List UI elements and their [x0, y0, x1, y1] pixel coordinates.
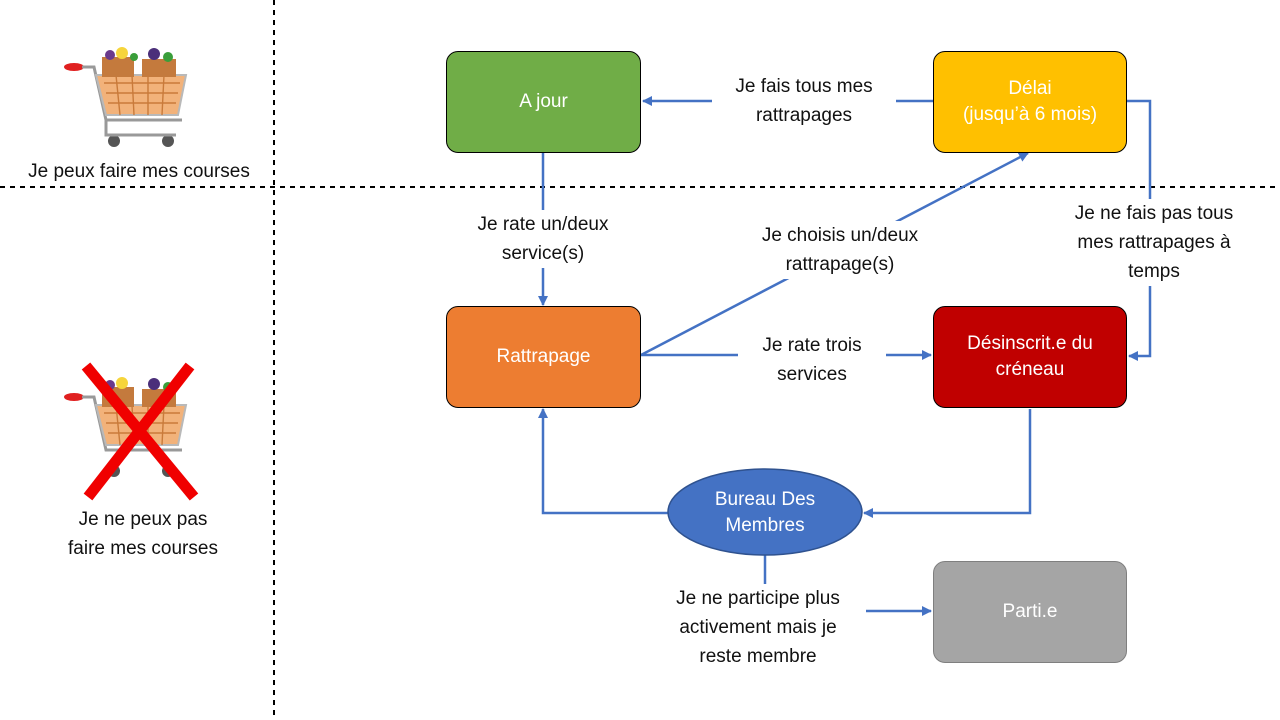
- shopping-cart-icon: [64, 47, 188, 147]
- node-bureau-des-membres: Bureau Des Membres: [714, 489, 816, 536]
- arrow-bureau-to-rattrapage: [538, 408, 668, 515]
- node-desinscrit: Désinscrit.e du créneau: [933, 306, 1127, 408]
- node-delai: Délai (jusqu’à 6 mois): [933, 51, 1127, 153]
- crossed-shopping-cart-icon: [64, 362, 199, 501]
- edge-label-bureau-to-parti: Je ne participe plus activement mais je …: [650, 584, 866, 671]
- edge-label-delai-to-desinscrit: Je ne fais pas tous mes rattrapages à te…: [1056, 199, 1252, 286]
- arrow-desinscrit-to-bureau: [863, 409, 1032, 518]
- bureau-des-membres-ellipse: [667, 468, 863, 556]
- edge-label-delai-to-a-jour: Je fais tous mes rattrapages: [712, 72, 896, 130]
- node-parti: Parti.e: [933, 561, 1127, 663]
- can-shop-label: Je peux faire mes courses: [28, 161, 250, 182]
- node-rattrapage: Rattrapage: [446, 306, 641, 408]
- cannot-shop-label: Je ne peux pas faire mes courses: [68, 509, 218, 559]
- edge-label-rattrapage-to-delai: Je choisis un/deux rattrapage(s): [742, 221, 938, 279]
- edge-label-rattrapage-to-desinscrit: Je rate trois services: [738, 331, 886, 389]
- node-a-jour: A jour: [446, 51, 641, 153]
- edge-label-a-jour-to-rattrapage: Je rate un/deux service(s): [458, 210, 628, 268]
